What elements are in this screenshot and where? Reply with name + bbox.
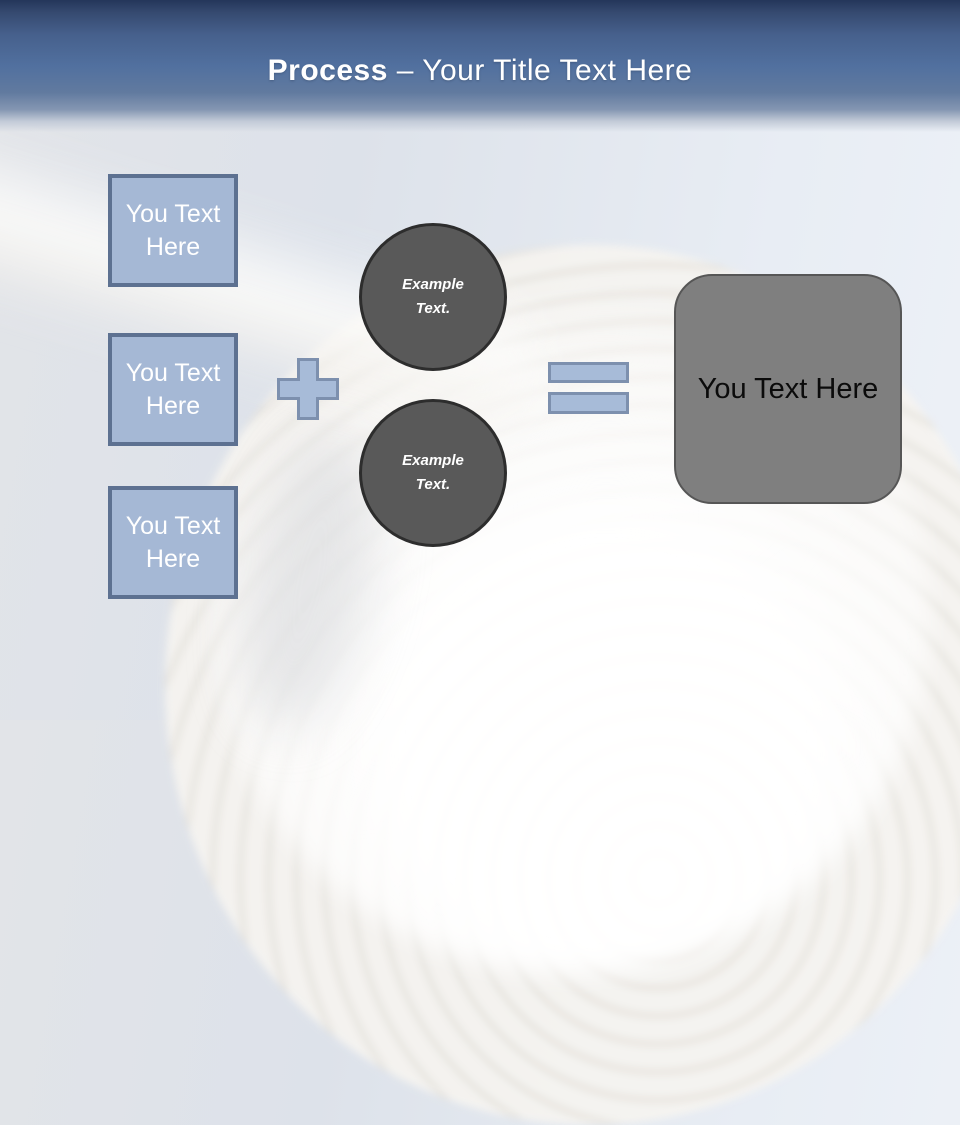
result-box: You Text Here <box>674 274 902 504</box>
example-circle-1: Example Text. <box>359 223 507 371</box>
input-box-1: You Text Here <box>108 174 238 287</box>
title-emphasis: Process <box>267 54 388 87</box>
plus-icon <box>276 357 340 421</box>
header-band: Process – Your Title Text Here <box>0 0 960 132</box>
input-box-3: You Text Here <box>108 486 238 599</box>
example-circle-label: Example Text. <box>402 276 464 317</box>
input-box-2: You Text Here <box>108 333 238 446</box>
slide-title: Process – Your Title Text Here <box>0 54 960 88</box>
input-box-label: You Text Here <box>125 359 221 420</box>
title-remainder: – Your Title Text Here <box>396 54 693 87</box>
equals-icon <box>548 362 629 414</box>
input-box-label: You Text Here <box>125 512 221 573</box>
input-box-label: You Text Here <box>125 200 221 261</box>
example-circle-label: Example Text. <box>402 452 464 493</box>
example-circle-2: Example Text. <box>359 399 507 547</box>
result-box-label: You Text Here <box>697 372 879 405</box>
